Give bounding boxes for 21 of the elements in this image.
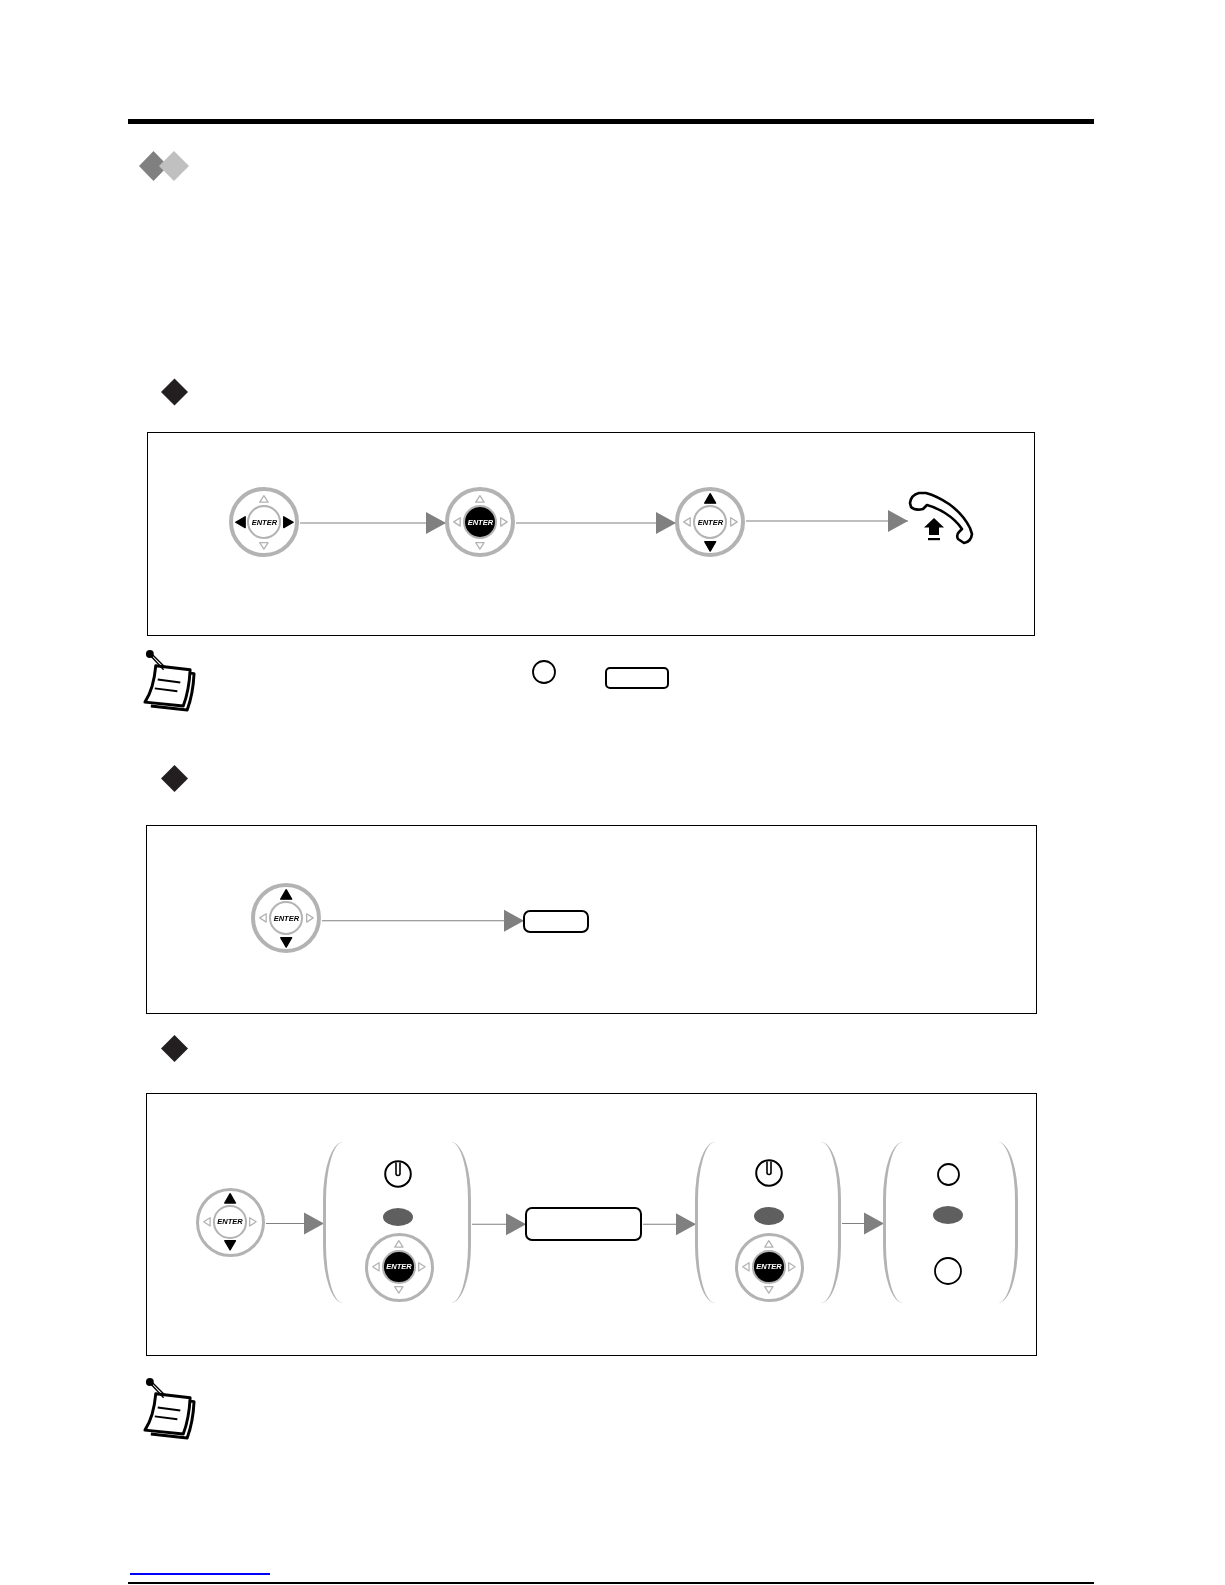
- arrow: [471, 1213, 527, 1236]
- round-key-icon: [934, 1257, 963, 1286]
- round-key-icon: [937, 1163, 961, 1187]
- dial-icon: [384, 1160, 413, 1189]
- arrow: [299, 512, 447, 534]
- blank-key-icon: [525, 1207, 643, 1242]
- arrow: [321, 909, 525, 932]
- oval-key-icon: [383, 1208, 414, 1227]
- arrow: [265, 1212, 325, 1235]
- handset-icon: [907, 490, 976, 547]
- procedure-panel: [146, 825, 1037, 1014]
- arrow: [841, 1212, 885, 1235]
- arrow: [745, 510, 909, 532]
- dial-icon: [755, 1159, 784, 1188]
- arrow: [642, 1213, 697, 1236]
- arrow: [515, 512, 677, 534]
- blank-key-icon: [523, 910, 590, 934]
- oval-key-icon: [754, 1207, 785, 1226]
- procedure-panel: [147, 432, 1035, 636]
- oval-key-icon: [933, 1206, 964, 1225]
- procedure-panel: [146, 1093, 1037, 1356]
